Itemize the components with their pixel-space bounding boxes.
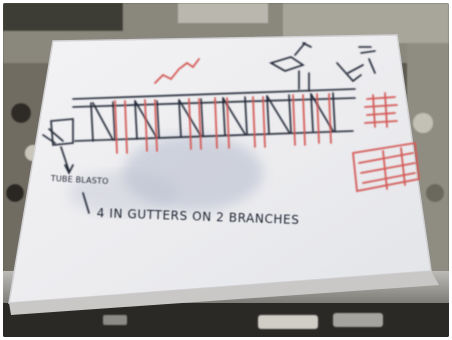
whiteboard-photo: TUBE BLASTO 4 IN GUTTERS ON 2 BRANCHES <box>3 3 449 337</box>
ink-sketch <box>42 42 376 214</box>
table-objects <box>103 313 383 329</box>
photo-scene <box>3 3 449 337</box>
red-sketch <box>114 58 420 193</box>
